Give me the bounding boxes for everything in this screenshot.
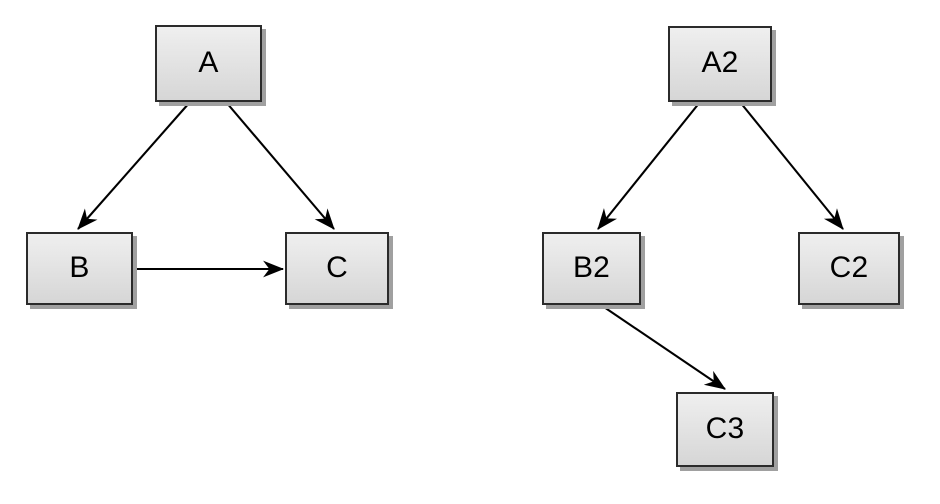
edge-b2-to-c3[interactable] — [600, 304, 726, 390]
node-a2[interactable]: A2 — [668, 26, 772, 102]
edge-a2-to-b2[interactable] — [597, 101, 701, 230]
edge-a2-to-c2[interactable] — [739, 101, 844, 230]
node-c3[interactable]: C3 — [676, 392, 774, 467]
node-b2[interactable]: B2 — [542, 232, 641, 305]
node-label-c3: C3 — [705, 411, 745, 445]
node-label-c: C — [326, 250, 348, 284]
node-a[interactable]: A — [155, 25, 262, 102]
edge-a-to-c[interactable] — [225, 101, 335, 230]
node-c[interactable]: C — [285, 232, 389, 305]
edge-a-to-b[interactable] — [77, 101, 191, 230]
node-label-a2: A2 — [701, 46, 739, 79]
node-label-a: A — [198, 45, 219, 79]
node-label-c2: C2 — [829, 250, 869, 284]
node-label-b: B — [69, 250, 90, 284]
node-c2[interactable]: C2 — [798, 232, 900, 305]
node-label-b2: B2 — [572, 250, 611, 284]
node-b[interactable]: B — [26, 232, 133, 305]
edges-group — [77, 101, 844, 390]
